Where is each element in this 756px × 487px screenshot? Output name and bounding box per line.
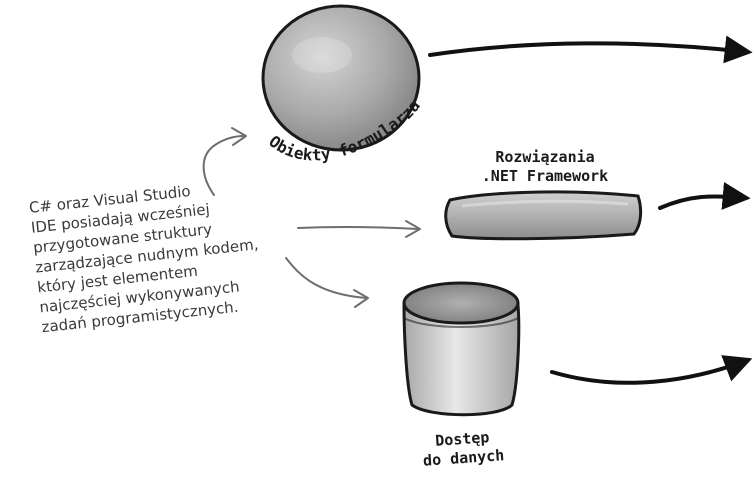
net-framework-label: Rozwiązania .NET Framework	[440, 148, 650, 186]
arrow-from-bar	[660, 196, 746, 208]
data-access-cylinder	[404, 283, 519, 415]
arrow-from-cylinder	[552, 360, 748, 383]
net-framework-label-line-1: Rozwiązania	[440, 148, 650, 167]
arrow-from-circle	[430, 43, 748, 55]
net-framework-bar	[446, 192, 641, 239]
net-framework-label-line-2: .NET Framework	[440, 167, 650, 186]
